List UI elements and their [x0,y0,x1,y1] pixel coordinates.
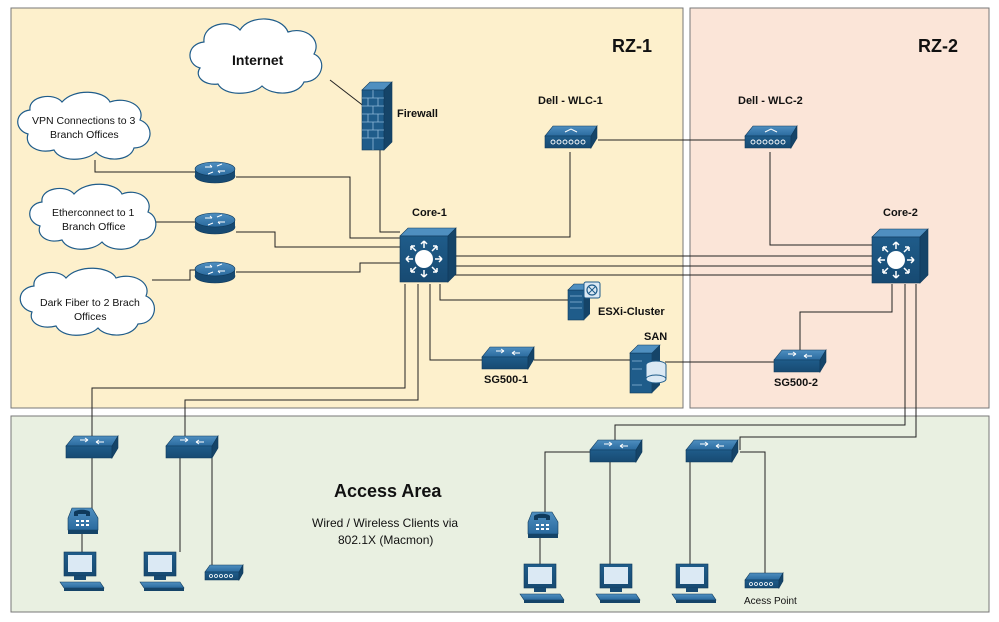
zone-rz2 [689,7,990,409]
access-point-right-icon [744,572,784,589]
ip-phone-left-icon [67,507,99,535]
wlc2-icon [744,125,798,149]
dark-fiber-label-line2: Offices [74,311,106,323]
access-switch-3-icon [589,439,643,463]
wlc1-label: Dell - WLC-1 [538,95,603,107]
internet-label: Internet [232,52,284,68]
sg500-1-icon [481,346,535,370]
router-dark-fiber-icon [194,261,236,284]
zone-rz1-label: RZ-1 [612,36,652,56]
access-switch-2-icon [165,435,219,459]
esxi-server-icon [567,281,601,321]
etherconnect-label-line2: Branch Office [62,221,126,233]
router-etherconnect-icon [194,212,236,235]
zone-rz2-label: RZ-2 [918,36,958,56]
esxi-label: ESXi-Cluster [598,306,665,318]
router-vpn-icon [194,161,236,184]
ip-phone-right-icon [527,511,559,539]
firewall-label: Firewall [397,108,438,120]
san-label: SAN [644,331,667,343]
connection-lines [81,79,917,574]
core1-icon [399,227,457,283]
firewall-icon [361,81,393,151]
vpn-label-line1: VPN Connections to 3 [32,115,135,127]
core2-label: Core-2 [883,207,918,219]
core2-icon [871,228,929,284]
access-area-desc-line1: Wired / Wireless Clients via [312,516,458,530]
cloud-internet: Internet [189,18,323,94]
cloud-vpn: VPN Connections to 3 Branch Offices [17,91,151,160]
sg500-2-icon [773,349,827,373]
access-switch-4-icon [685,439,739,463]
dark-fiber-label-line1: Dark Fiber to 2 Brach [40,297,140,309]
access-area-title: Access Area [334,481,442,501]
core1-label: Core-1 [412,207,447,219]
cloud-dark-fiber: Dark Fiber to 2 Brach Offices [19,267,155,336]
access-point-label: Acess Point [744,596,797,607]
access-area-desc-line2: 802.1X (Macmon) [338,533,433,547]
etherconnect-label-line1: Etherconnect to 1 [52,207,134,219]
sg500-2-label: SG500-2 [774,377,818,389]
access-switch-1-icon [65,435,119,459]
access-point-left-icon [204,564,244,581]
vpn-label-line2: Branch Offices [50,129,119,141]
cloud-etherconnect: Etherconnect to 1 Branch Office [29,183,157,250]
wlc1-icon [544,125,598,149]
sg500-1-label: SG500-1 [484,374,528,386]
san-storage-icon [629,344,667,394]
wlc2-label: Dell - WLC-2 [738,95,803,107]
